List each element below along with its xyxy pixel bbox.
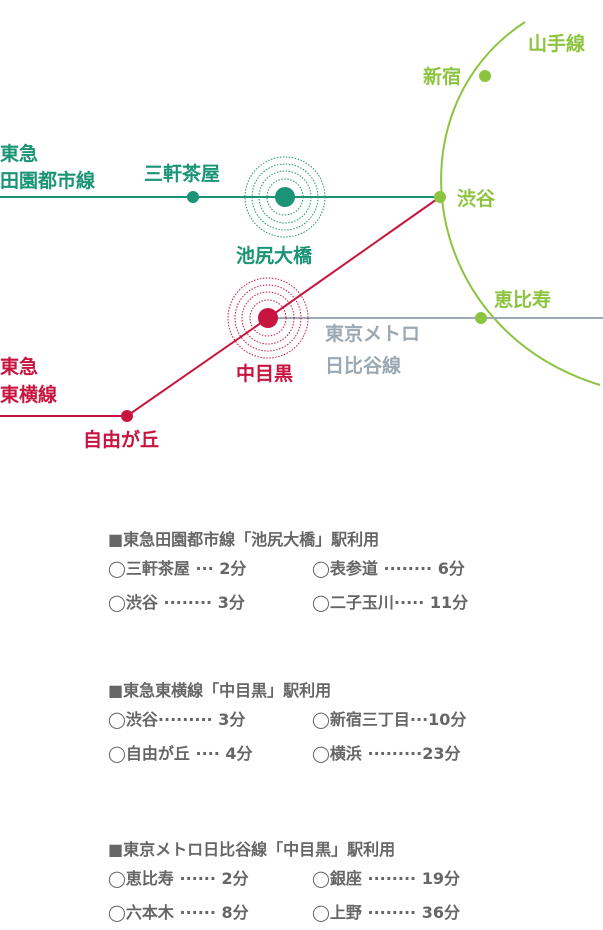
info-cell: ◯横浜 ·········23分 xyxy=(312,737,516,771)
denentoshi-label-1: 東急 xyxy=(0,142,38,165)
travel-time: 19分 xyxy=(421,869,460,888)
info-cell: ◯新宿三丁目···10分 xyxy=(312,703,516,737)
info-cell: ◯二子玉川····· 11分 xyxy=(312,586,516,620)
yamanote-line xyxy=(440,21,601,386)
leader-dots: ······ xyxy=(173,869,222,888)
travel-time: 23分 xyxy=(422,744,461,763)
hibiya-label-2: 日比谷線 xyxy=(325,354,401,377)
leader-dots: ····· xyxy=(393,593,430,612)
info-row: ◯恵比寿 ······ 2分 ◯銀座 ········ 19分 xyxy=(108,862,578,896)
jiyugaoka-label: 自由が丘 xyxy=(83,428,159,451)
station-name: ◯三軒茶屋 xyxy=(108,559,190,578)
shinjuku-dot xyxy=(479,70,491,82)
station-name: ◯渋谷 xyxy=(108,593,158,612)
travel-time: 8分 xyxy=(221,903,249,922)
leader-dots: ········ xyxy=(157,593,218,612)
travel-time: 3分 xyxy=(218,710,246,729)
ebisu-dot xyxy=(475,312,487,324)
sangenjaya-label: 三軒茶屋 xyxy=(144,162,220,185)
hibiya-label-1: 東京メトロ xyxy=(325,322,420,345)
route-map: 山手線 新宿 渋谷 恵比寿 東急 田園都市線 三軒茶屋 池尻大橋 東京メトロ 日… xyxy=(0,21,603,451)
leader-dots: ········· xyxy=(361,744,423,763)
info-heading: ■東急東横線「中目黒」駅利用 xyxy=(108,681,332,700)
info-heading: ■東京メトロ日比谷線「中目黒」駅利用 xyxy=(108,840,396,859)
info-cell: ◯三軒茶屋 ··· 2分 xyxy=(108,552,312,586)
toyoko-label-2: 東横線 xyxy=(0,383,57,406)
leader-dots: ······ xyxy=(173,903,222,922)
info-cell: ◯表参道 ········ 6分 xyxy=(312,552,516,586)
info-cell: ◯自由が丘 ···· 4分 xyxy=(108,737,312,771)
station-name: ◯二子玉川 xyxy=(312,593,394,612)
station-name: ◯渋谷 xyxy=(108,710,158,729)
info-row: ◯三軒茶屋 ··· 2分 ◯表参道 ········ 6分 xyxy=(108,552,578,586)
shinjuku-label: 新宿 xyxy=(423,65,461,88)
station-name: ◯上野 xyxy=(312,903,362,922)
info-row: ◯自由が丘 ···· 4分 ◯横浜 ·········23分 xyxy=(108,737,578,771)
sangenjaya-dot xyxy=(187,191,199,203)
info-block-toyoko: ■東急東横線「中目黒」駅利用 ◯渋谷········· 3分 ◯新宿三丁目···… xyxy=(108,679,578,771)
info-block-hibiya: ■東京メトロ日比谷線「中目黒」駅利用 ◯恵比寿 ······ 2分 ◯銀座 ··… xyxy=(108,838,578,930)
info-block-denentoshi: ■東急田園都市線「池尻大橋」駅利用 ◯三軒茶屋 ··· 2分 ◯表参道 ····… xyxy=(108,528,578,620)
nakameguro-dot xyxy=(258,308,278,328)
leader-dots: ········ xyxy=(361,869,422,888)
toyoko-line xyxy=(0,196,441,417)
leader-dots: ··· xyxy=(409,710,429,729)
station-name: ◯表参道 xyxy=(312,559,378,578)
leader-dots: ··· xyxy=(189,559,220,578)
leader-dots: ···· xyxy=(189,744,226,763)
info-cell: ◯銀座 ········ 19分 xyxy=(312,862,516,896)
leader-dots: ········ xyxy=(361,903,422,922)
info-cell: ◯渋谷········· 3分 xyxy=(108,703,312,737)
info-row: ◯渋谷········· 3分 ◯新宿三丁目···10分 xyxy=(108,703,578,737)
shibuya-label: 渋谷 xyxy=(457,187,496,210)
info-cell: ◯六本木 ······ 8分 xyxy=(108,896,312,930)
jiyugaoka-dot xyxy=(121,410,133,422)
ikejiri-ohashi-dot xyxy=(275,187,295,207)
station-name: ◯横浜 xyxy=(312,744,362,763)
ikejiri-ohashi-label: 池尻大橋 xyxy=(236,244,313,267)
toyoko-label-1: 東急 xyxy=(0,355,38,378)
leader-dots: ········ xyxy=(377,559,438,578)
info-heading: ■東急田園都市線「池尻大橋」駅利用 xyxy=(108,530,380,549)
info-cell: ◯渋谷 ········ 3分 xyxy=(108,586,312,620)
info-cell: ◯恵比寿 ······ 2分 xyxy=(108,862,312,896)
travel-time: 3分 xyxy=(217,593,245,612)
station-name: ◯六本木 xyxy=(108,903,174,922)
travel-time: 6分 xyxy=(437,559,465,578)
station-name: ◯恵比寿 xyxy=(108,869,174,888)
info-row: ◯渋谷 ········ 3分 ◯二子玉川····· 11分 xyxy=(108,586,578,620)
travel-time: 2分 xyxy=(219,559,247,578)
station-name: ◯新宿三丁目 xyxy=(312,710,410,729)
shibuya-dot xyxy=(434,191,446,203)
nakameguro-rings xyxy=(227,277,309,359)
travel-time: 2分 xyxy=(221,869,249,888)
ebisu-label: 恵比寿 xyxy=(494,288,551,311)
station-name: ◯自由が丘 xyxy=(108,744,190,763)
ikejiri-ohashi-rings xyxy=(244,156,326,238)
yamanote-line-label: 山手線 xyxy=(528,32,585,55)
travel-time: 11分 xyxy=(429,593,469,612)
travel-time: 36分 xyxy=(421,903,460,922)
denentoshi-label-2: 田園都市線 xyxy=(0,169,95,192)
nakameguro-label: 中目黒 xyxy=(236,362,293,385)
info-cell: ◯上野 ········ 36分 xyxy=(312,896,516,930)
travel-time: 4分 xyxy=(225,744,253,763)
travel-time: 10分 xyxy=(428,710,467,729)
info-row: ◯六本木 ······ 8分 ◯上野 ········ 36分 xyxy=(108,896,578,930)
station-name: ◯銀座 xyxy=(312,869,362,888)
leader-dots: ········· xyxy=(157,710,219,729)
